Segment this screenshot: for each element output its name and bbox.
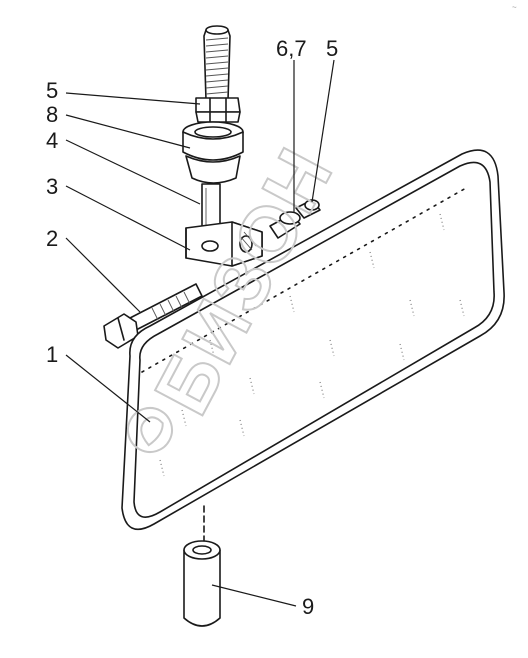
threaded-stud xyxy=(203,25,231,101)
callout-5-top: 5 xyxy=(46,78,58,103)
rearview-mirror xyxy=(121,149,505,531)
clamp-washers-and-nut xyxy=(269,199,321,239)
corner-mark: ~ xyxy=(512,3,517,12)
callout-5-right: 5 xyxy=(326,36,338,61)
leader-lines xyxy=(65,59,335,607)
callout-2: 2 xyxy=(46,226,58,251)
callout-8: 8 xyxy=(46,102,58,127)
callout-4: 4 xyxy=(46,128,58,153)
hex-nut-top xyxy=(195,97,241,123)
conical-washer xyxy=(182,121,244,184)
callout-6-7: 6,7 xyxy=(276,36,307,61)
bison-logo-icon xyxy=(127,407,173,453)
mounting-bracket xyxy=(185,221,263,267)
callout-9: 9 xyxy=(302,594,314,619)
callout-labels: 5 8 4 3 2 1 6,7 5 9 xyxy=(46,36,338,619)
callout-1: 1 xyxy=(46,342,58,367)
tube-sleeve xyxy=(183,540,221,627)
callout-3: 3 xyxy=(46,174,58,199)
hex-bolt xyxy=(103,283,203,349)
